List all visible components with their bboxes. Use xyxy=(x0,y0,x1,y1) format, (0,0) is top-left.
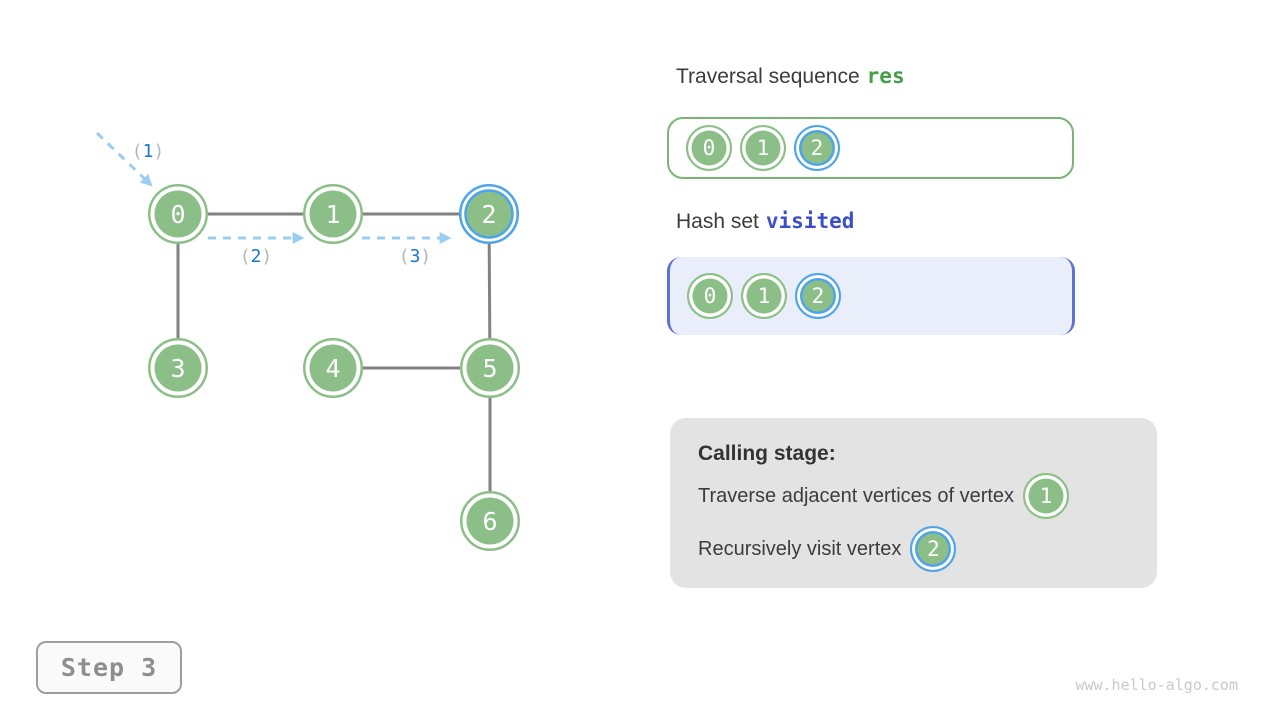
calling-stage-line: Traverse adjacent vertices of vertex 1 xyxy=(698,473,1133,519)
arrow-label-number: 3 xyxy=(410,246,421,267)
vertex-label: 5 xyxy=(482,354,497,383)
calling-stage-box: Calling stage: Traverse adjacent vertice… xyxy=(670,418,1157,588)
vertex-chip: 1 xyxy=(741,273,787,319)
vertex-fill xyxy=(309,344,357,392)
vertex-label: 4 xyxy=(325,354,340,383)
arrow-step-label: (2) xyxy=(240,246,273,267)
graph-node: 3 xyxy=(148,338,208,398)
step-label: Step 3 xyxy=(60,653,158,682)
vertex-chip: 1 xyxy=(1023,473,1070,519)
vertex-chip-highlighted: 2 xyxy=(910,526,957,572)
step-badge: Step 3 xyxy=(36,641,182,694)
traversal-arrow xyxy=(95,131,153,187)
vertex-fill xyxy=(464,189,514,239)
vertex-label: 6 xyxy=(482,507,497,536)
graph-node: 0 xyxy=(148,184,208,244)
arrow-label-number: 1 xyxy=(143,141,154,162)
vertex-chip: 0 xyxy=(687,273,733,319)
vertex-fill xyxy=(154,190,202,238)
graph-node: 5 xyxy=(460,338,520,398)
watermark: www.hello-algo.com xyxy=(1075,676,1238,694)
graph-node: 1 xyxy=(303,184,363,244)
res-title-text: Traversal sequence xyxy=(676,65,860,88)
vertex-label: 1 xyxy=(325,200,340,229)
graph-nodes: 0 1 2 3 4 5 6 xyxy=(148,184,520,551)
calling-stage-line: Recursively visit vertex 2 xyxy=(698,526,1133,572)
vertex-label: 0 xyxy=(170,200,185,229)
calling-line-text: Traverse adjacent vertices of vertex xyxy=(698,484,1015,507)
vertex-label: 2 xyxy=(481,200,496,229)
arrow-label-paren: ( xyxy=(399,246,410,267)
graph-node: 4 xyxy=(303,338,363,398)
vertex-chip: 0 xyxy=(686,125,732,171)
arrow-step-label: (3) xyxy=(399,246,432,267)
arrow-label-paren: ) xyxy=(420,246,431,267)
arrow-label-number: 2 xyxy=(251,246,262,267)
graph-node: 6 xyxy=(460,491,520,551)
vertex-fill xyxy=(309,190,357,238)
arrow-label-paren: ( xyxy=(132,141,143,162)
vertex-chip: 1 xyxy=(740,125,786,171)
traversal-arrows: (1)(2)(3) xyxy=(95,131,452,267)
arrow-label-paren: ( xyxy=(240,246,251,267)
res-code-label: res xyxy=(866,64,905,88)
visited-title-text: Hash set xyxy=(676,210,759,233)
calling-stage-heading: Calling stage: xyxy=(698,442,836,465)
graph-node: 2 xyxy=(459,184,519,244)
vertex-fill xyxy=(154,344,202,392)
res-panel-title: Traversal sequence res xyxy=(676,64,905,89)
calling-line-text: Recursively visit vertex xyxy=(698,537,902,560)
vertex-fill xyxy=(466,344,514,392)
vertex-chip-highlighted: 2 xyxy=(795,273,841,319)
vertex-label: 3 xyxy=(170,354,185,383)
arrow-label-paren: ) xyxy=(153,141,164,162)
arrow-step-label: (1) xyxy=(132,141,165,162)
vertex-fill xyxy=(466,497,514,545)
visited-code-label: visited xyxy=(765,209,855,233)
vertex-chip-highlighted: 2 xyxy=(794,125,840,171)
visited-panel-title: Hash set visited xyxy=(676,209,854,234)
arrow-label-paren: ) xyxy=(261,246,272,267)
